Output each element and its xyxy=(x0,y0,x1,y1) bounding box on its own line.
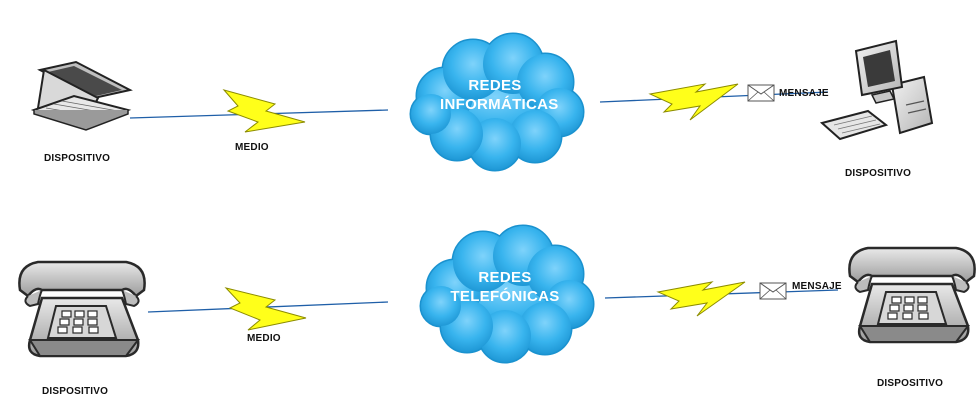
medium-lightning-icon xyxy=(222,89,306,133)
message-envelope-icon xyxy=(759,282,787,300)
device-label: DISPOSITIVO xyxy=(42,386,109,397)
device-label: DISPOSITIVO xyxy=(845,168,912,179)
medium-lightning-icon xyxy=(224,287,307,331)
message-label: MENSAJE xyxy=(779,88,829,99)
device-label: DISPOSITIVO xyxy=(877,378,944,389)
desktop-computer-icon xyxy=(819,39,934,141)
medium-lightning-icon xyxy=(648,83,739,121)
message-label: MENSAJE xyxy=(792,281,842,292)
message-envelope-icon xyxy=(747,84,775,102)
link-line xyxy=(147,301,389,313)
telephone-icon xyxy=(18,260,146,358)
laptop-icon xyxy=(30,60,133,131)
cloud-label-line1: REDES xyxy=(468,77,522,94)
telephone-icon xyxy=(848,246,976,344)
cloud-label: REDES TELEFÓNICAS xyxy=(450,268,560,306)
cloud-label-line1: REDES xyxy=(478,269,532,286)
cloud-label-line2: INFORMÁTICAS xyxy=(440,96,559,113)
medium-label: MEDIO xyxy=(235,142,269,153)
medium-label: MEDIO xyxy=(247,333,281,344)
medium-lightning-icon xyxy=(656,281,746,317)
device-label: DISPOSITIVO xyxy=(44,153,111,164)
cloud-label: REDES INFORMÁTICAS xyxy=(440,76,559,114)
cloud-label-line2: TELEFÓNICAS xyxy=(450,288,560,305)
